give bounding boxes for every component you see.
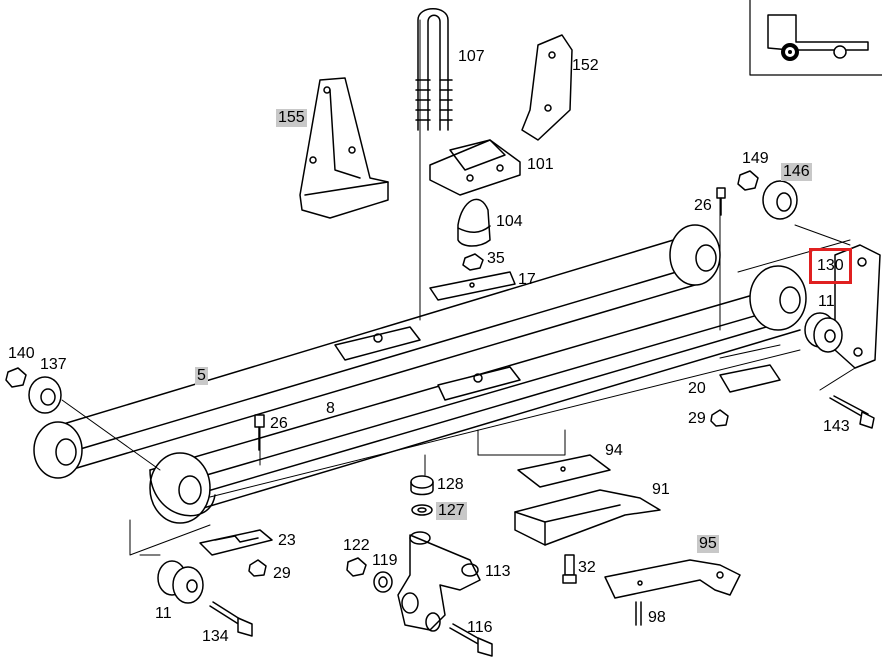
plate-17-icon — [429, 271, 516, 301]
bushing-11-left-icon — [157, 560, 204, 604]
callout-95[interactable]: 95 — [697, 535, 719, 553]
pin-98-icon — [635, 601, 642, 626]
nut-140-icon — [5, 367, 27, 388]
callout-35[interactable]: 35 — [487, 250, 505, 267]
callout-152[interactable]: 152 — [572, 57, 599, 74]
callout-101[interactable]: 101 — [527, 156, 554, 173]
callout-29-left[interactable]: 29 — [273, 565, 291, 582]
bolt-32-icon — [562, 554, 577, 584]
callout-91[interactable]: 91 — [652, 481, 670, 498]
u-bolt-107-icon — [415, 8, 453, 131]
bump-stop-104-icon — [457, 198, 491, 247]
callout-128[interactable]: 128 — [437, 476, 464, 493]
plate-20-icon — [719, 364, 781, 393]
nut-29-left-icon — [248, 559, 267, 577]
callout-20[interactable]: 20 — [688, 380, 706, 397]
washer-119-icon — [373, 571, 393, 593]
bolt-143-icon — [829, 395, 875, 429]
bushing-146-icon — [762, 180, 798, 220]
callout-94[interactable]: 94 — [605, 442, 623, 459]
bush-127-icon — [411, 504, 433, 516]
bolt-116-icon — [449, 623, 493, 657]
callout-127[interactable]: 127 — [436, 502, 467, 520]
callout-113[interactable]: 113 — [485, 563, 511, 580]
nut-29-right-icon — [710, 409, 729, 427]
saddle-101-icon — [429, 139, 521, 196]
callout-8[interactable]: 8 — [326, 400, 335, 417]
nut-35-icon — [462, 253, 484, 271]
callout-26-upper[interactable]: 26 — [694, 197, 712, 214]
callout-104[interactable]: 104 — [496, 213, 523, 230]
bracket-155-icon — [299, 77, 389, 219]
bush-128-icon — [410, 475, 434, 496]
callout-11-right[interactable]: 11 — [818, 293, 835, 310]
callout-23[interactable]: 23 — [278, 532, 296, 549]
callout-29-right[interactable]: 29 — [688, 410, 706, 427]
nut-149-icon — [737, 170, 759, 191]
bushing-11-right-icon — [804, 312, 843, 353]
callout-155[interactable]: 155 — [276, 109, 307, 127]
callout-11-left[interactable]: 11 — [155, 605, 172, 622]
callout-143[interactable]: 143 — [823, 418, 850, 435]
bolt-26-upper-icon — [716, 187, 726, 216]
nut-122-icon — [346, 557, 367, 577]
callout-149[interactable]: 149 — [742, 150, 769, 167]
callout-107[interactable]: 107 — [458, 48, 485, 65]
callout-116[interactable]: 116 — [467, 619, 493, 636]
callout-137[interactable]: 137 — [40, 356, 67, 373]
callout-98[interactable]: 98 — [648, 609, 666, 626]
bracket-113-icon — [397, 531, 481, 632]
callout-17[interactable]: 17 — [518, 271, 536, 288]
callout-26-lower[interactable]: 26 — [270, 415, 288, 432]
bracket-95-icon — [604, 559, 741, 599]
callout-134[interactable]: 134 — [202, 628, 229, 645]
bolt-26-lower-icon — [254, 414, 265, 451]
callout-140[interactable]: 140 — [8, 345, 35, 362]
callout-122[interactable]: 122 — [343, 537, 370, 554]
pad-91-icon — [514, 489, 661, 546]
plate-94-icon — [517, 454, 611, 488]
callout-130[interactable]: 130 — [809, 248, 852, 284]
callout-32[interactable]: 32 — [578, 559, 596, 576]
plate-23-icon — [199, 529, 273, 556]
bolt-134-icon — [209, 601, 253, 637]
bracket-152-icon — [521, 34, 573, 141]
callout-146[interactable]: 146 — [781, 163, 812, 181]
assembly-guide-lines — [61, 19, 856, 556]
callout-119[interactable]: 119 — [372, 552, 398, 569]
truck-chassis-icon — [749, 0, 882, 76]
callout-5[interactable]: 5 — [195, 367, 208, 385]
bushing-137-icon — [28, 376, 62, 414]
